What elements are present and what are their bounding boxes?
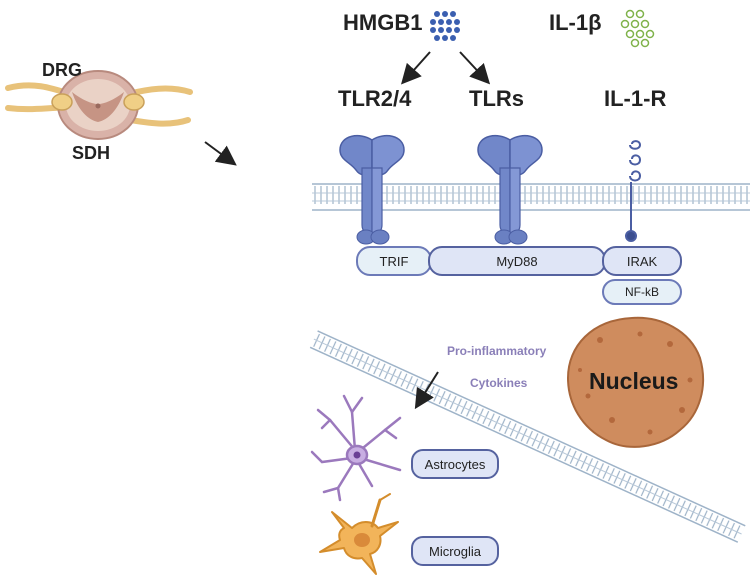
arrow-to-tlr24 <box>401 51 431 85</box>
tlr24-label: TLR2/4 <box>338 86 412 111</box>
astrocyte-icon <box>310 394 402 502</box>
tlrs-receptor-icon <box>477 134 543 245</box>
nucleus-icon <box>566 316 704 448</box>
il1b-label: IL-1β <box>549 10 602 35</box>
drg-label: DRG <box>42 60 82 80</box>
pathway-arrow <box>204 141 237 166</box>
astrocytes-box: Astrocytes <box>411 449 499 479</box>
trif-box: TRIF <box>356 246 432 276</box>
cell-membrane <box>312 182 750 212</box>
microglia-box: Microglia <box>411 536 499 566</box>
il1r-label: IL-1-R <box>604 86 667 111</box>
irak-box: IRAK <box>602 246 682 276</box>
cytokine-arrow <box>414 371 439 410</box>
arrow-to-tlrs <box>459 51 491 85</box>
il1b-molecule-icon <box>620 9 655 48</box>
hmgb1-molecule-icon <box>430 11 460 41</box>
microglia-icon <box>319 493 399 575</box>
intracellular-membrane <box>309 330 746 544</box>
spinal-cord-illustration <box>5 70 193 140</box>
cytokines-label: Cytokines <box>470 376 528 390</box>
myd88-box: MyD88 <box>428 246 606 276</box>
tlrs-label: TLRs <box>469 86 524 111</box>
il1r-receptor-icon <box>625 140 642 242</box>
sdh-label: SDH <box>72 143 111 163</box>
hmgb1-label: HMGB1 <box>343 10 423 35</box>
tlr24-receptor-icon <box>339 134 405 245</box>
nucleus-label: Nucleus <box>589 368 679 394</box>
pro-inflammatory-label: Pro-inflammatory <box>447 344 547 358</box>
nfkb-box: NF-kB <box>602 279 682 305</box>
